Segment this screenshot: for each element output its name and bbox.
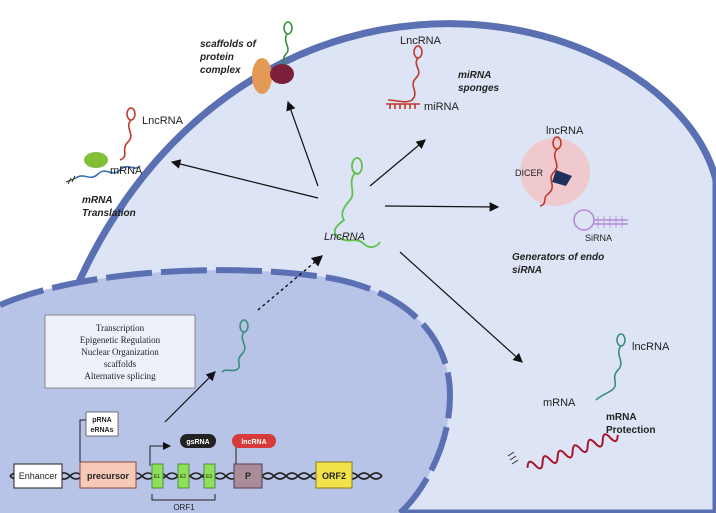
box-line-2: Epigenetic Regulation	[80, 335, 161, 345]
lncrna-tag-label: lncRNA	[241, 439, 266, 446]
endo-sirna-label-1: Generators of endo	[512, 252, 604, 263]
scaffolds-label-3: complex	[200, 65, 241, 76]
dicer-label: DICER	[515, 168, 544, 178]
protect-mrna-label: mRNA	[543, 397, 576, 409]
box-line-4: scaffolds	[104, 359, 137, 369]
enhancer-label: Enhancer	[19, 471, 58, 481]
gsrna-tag	[180, 434, 216, 448]
scaffolds-label-1: scaffolds of	[200, 39, 258, 50]
left-mrna-label: mRNA	[110, 165, 143, 177]
sponges-label-1: miRNA	[458, 70, 491, 81]
endo-sirna-label-2: siRNA	[512, 265, 542, 276]
top-lncrna-label: LncRNA	[400, 35, 442, 47]
protection-label-1: mRNA	[606, 412, 637, 423]
translation-illustration	[65, 107, 141, 185]
arrow-to-protection	[399, 251, 523, 363]
dicer-lncrna-label: lncRNA	[546, 125, 584, 137]
gsrna-label: gsRNA	[186, 439, 209, 446]
nuclear-lncrna	[221, 319, 249, 373]
protect-lncrna-label: lncRNA	[632, 341, 670, 353]
orf1-bracket	[151, 494, 216, 501]
mirna-sponge-illustration	[386, 45, 423, 109]
precursor-box	[79, 461, 137, 489]
box-line-5: Alternative splicing	[84, 371, 156, 381]
orf1-label: ORF1	[173, 503, 195, 512]
sponges-label-2: sponges	[458, 83, 500, 94]
dicer-illustration	[520, 136, 628, 231]
box-line-1: Transcription	[96, 323, 145, 333]
exon-2	[177, 463, 190, 489]
arrow-export-dotted	[257, 255, 324, 311]
scaffolds-label-2: protein	[199, 52, 234, 63]
exon-3	[203, 463, 216, 489]
arrow-to-scaffolds	[286, 100, 319, 187]
central-lncrna	[333, 157, 381, 248]
exon-1	[151, 463, 164, 489]
left-lncrna-label: LncRNA	[142, 115, 184, 127]
promoter-label: P	[245, 471, 251, 481]
protection-illustration	[507, 333, 626, 470]
translation-label-2: Translation	[82, 208, 136, 219]
arrow-to-translation	[170, 159, 319, 199]
arrow-to-sponges	[369, 139, 426, 187]
exon-2-label: E2	[180, 474, 186, 480]
arrow-gene-to-lncrna	[164, 371, 216, 423]
protection-label-2: Protection	[606, 425, 655, 436]
center-lncrna-label: LncRNA	[324, 231, 365, 243]
enhancer-box	[13, 463, 63, 489]
exon-3-label: E3	[206, 474, 212, 480]
mirna-label: miRNA	[424, 101, 459, 113]
exon-1-label: E1	[154, 474, 160, 480]
orf2-label: ORF2	[322, 471, 346, 481]
prna-bracket	[79, 419, 86, 462]
lncrna-tag	[232, 434, 276, 448]
gsrna-promoter-arrow	[149, 442, 171, 466]
prna-box	[85, 411, 119, 437]
nuclear-envelope	[0, 267, 454, 513]
translation-label-1: mRNA	[82, 195, 113, 206]
precursor-label: precursor	[87, 471, 130, 481]
sirna-label: SiRNA	[585, 233, 612, 243]
arrow-to-endo-sirna	[384, 202, 500, 212]
promoter-box	[233, 463, 263, 489]
scaffold-illustration	[252, 21, 294, 94]
nucleus-function-box	[44, 314, 196, 389]
prna-label: pRNA	[92, 417, 111, 424]
box-line-3: Nuclear Organization	[81, 347, 159, 357]
orf2-box	[315, 461, 353, 489]
erna-label: eRNAs	[91, 427, 114, 434]
